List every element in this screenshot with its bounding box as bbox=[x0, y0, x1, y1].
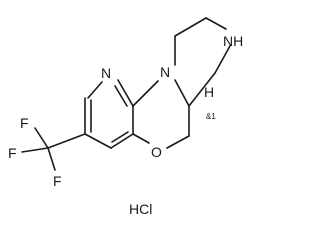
bond-c-cf3 bbox=[47, 133, 86, 149]
bond-ch2-ch2 bbox=[174, 17, 207, 37]
ether-oxygen-label: O bbox=[151, 144, 162, 160]
bond-ar-c-c-3 bbox=[110, 133, 134, 149]
bond-nh-ch2 bbox=[214, 45, 231, 74]
fluorine-bottom-label: F bbox=[53, 173, 62, 189]
bond-c-f-bottom bbox=[47, 147, 56, 171]
bond-ar-n-c-double bbox=[114, 85, 128, 107]
bond-ar-c-c-3-double bbox=[111, 131, 129, 143]
bond-ch2-ch bbox=[188, 72, 216, 107]
bond-ar-n-c bbox=[117, 79, 134, 107]
fluorine-top-label: F bbox=[20, 115, 29, 131]
hcl-salt-label: HCl bbox=[129, 201, 152, 217]
stereo-descriptor-label: &1 bbox=[206, 112, 216, 121]
bond-ar-c-c-2 bbox=[84, 133, 112, 149]
bond-o-c bbox=[132, 133, 150, 144]
bond-c-n-ring bbox=[132, 80, 159, 107]
bond-c-f-top bbox=[34, 127, 49, 149]
pyridine-nitrogen-label: N bbox=[101, 65, 111, 81]
bond-ch2-nh bbox=[205, 17, 227, 30]
stereo-hydrogen-label: H bbox=[204, 84, 214, 100]
ring-nitrogen-label: N bbox=[160, 64, 170, 80]
bond-c-f-left bbox=[21, 147, 49, 153]
bond-n-ch bbox=[174, 79, 190, 107]
bond-ar-c-n bbox=[87, 81, 103, 99]
molecule-structure: N N NH O H &1 F F F HCl bbox=[8, 17, 243, 217]
fluorine-left-label: F bbox=[8, 145, 17, 161]
amine-nh-label: NH bbox=[223, 33, 243, 49]
bond-ch2-o bbox=[166, 135, 190, 149]
